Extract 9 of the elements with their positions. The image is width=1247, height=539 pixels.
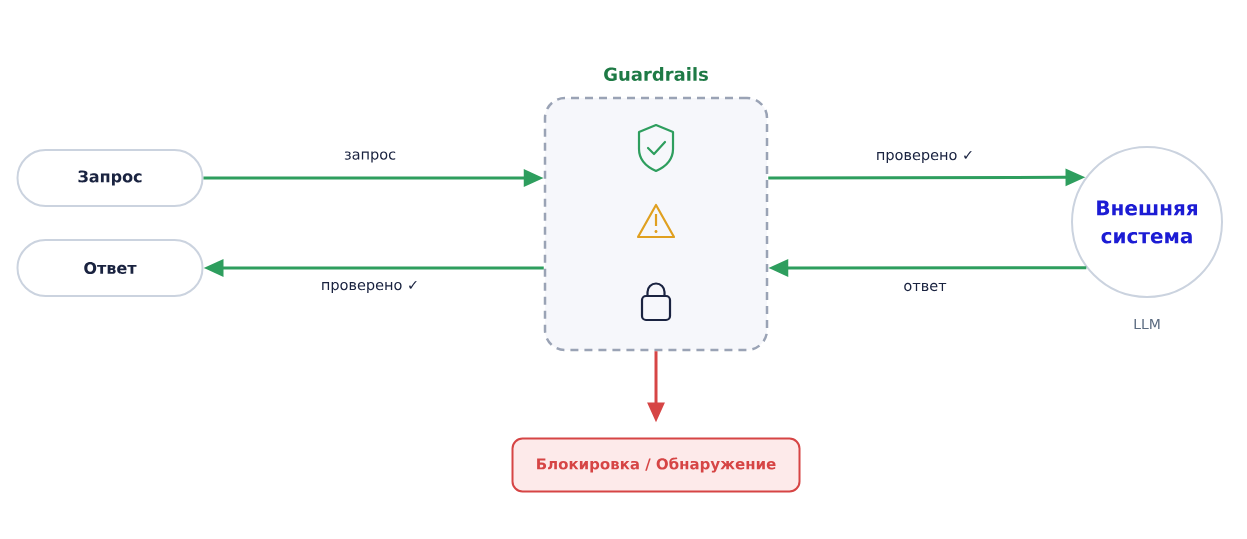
edge-label: запрос	[341, 149, 399, 165]
edge-label: ответ	[901, 280, 949, 294]
pill-box: Ответ	[16, 239, 204, 297]
pill-box: Запрос	[16, 149, 204, 207]
group-heading: Guardrails	[604, 67, 708, 81]
edge-label: проверено ✓	[873, 148, 977, 166]
alert-box: Блокировка / Обнаружение	[511, 437, 801, 493]
edge-label: проверено ✓	[318, 278, 422, 296]
node-caption: LLM	[1134, 318, 1160, 330]
